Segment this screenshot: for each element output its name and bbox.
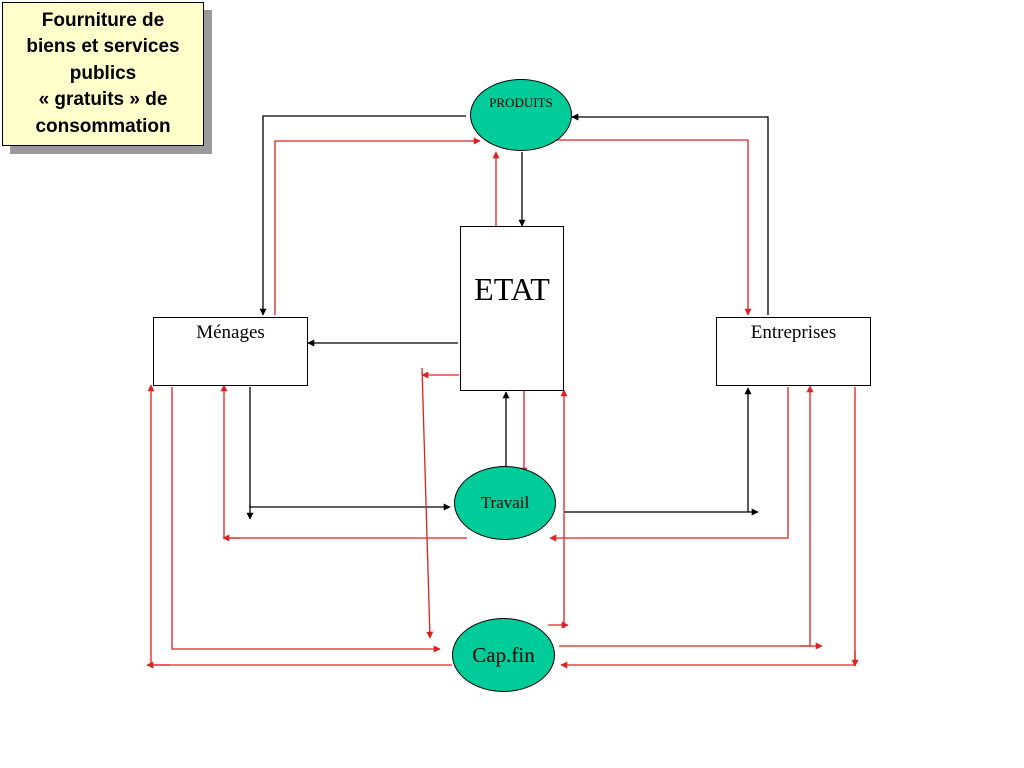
- node-produits: PRODUITS: [470, 79, 572, 151]
- node-entreprises-label: Entreprises: [750, 322, 837, 343]
- node-capfin-label: Cap.fin: [472, 642, 535, 667]
- node-menages: Ménages: [153, 317, 308, 386]
- arrow-travail-to-menages: [220, 384, 467, 539]
- note-line-2: biens et services: [26, 36, 180, 58]
- note-line-4: « gratuits » de: [38, 89, 168, 111]
- node-travail-label: Travail: [480, 493, 530, 512]
- node-capfin: Cap.fin: [452, 618, 555, 692]
- arrow-produits-to-entreprises: [556, 139, 752, 316]
- arrow-entreprises-to-produits: [571, 113, 769, 315]
- callout-note: Fourniture de biens et services publics …: [2, 2, 204, 146]
- arrow-entreprises-to-travail: [549, 387, 789, 542]
- arrow-capfin-to-menages: [147, 384, 452, 666]
- node-etat: ETAT: [460, 226, 564, 391]
- node-menages-label: Ménages: [196, 322, 265, 343]
- arrow-capfin-to-entreprises: [559, 385, 814, 647]
- node-travail: Travail: [454, 466, 556, 540]
- note-line-3: publics: [69, 62, 137, 84]
- node-entreprises: Entreprises: [716, 317, 871, 386]
- arrow-entreprises-to-capfin: [560, 387, 856, 669]
- note-line-1: Fourniture de: [41, 9, 165, 31]
- node-produits-label: PRODUITS: [489, 95, 553, 110]
- arrow-produits-to-menages: [259, 115, 466, 316]
- arrow-etat-to-capfin: [421, 367, 434, 639]
- node-etat-label: ETAT: [474, 271, 550, 307]
- note-line-5: consommation: [35, 115, 171, 137]
- arrow-menages-to-travail: [249, 387, 451, 511]
- arrow-menages-to-produits: [274, 137, 481, 315]
- arrow-menages-to-capfin: [171, 387, 441, 653]
